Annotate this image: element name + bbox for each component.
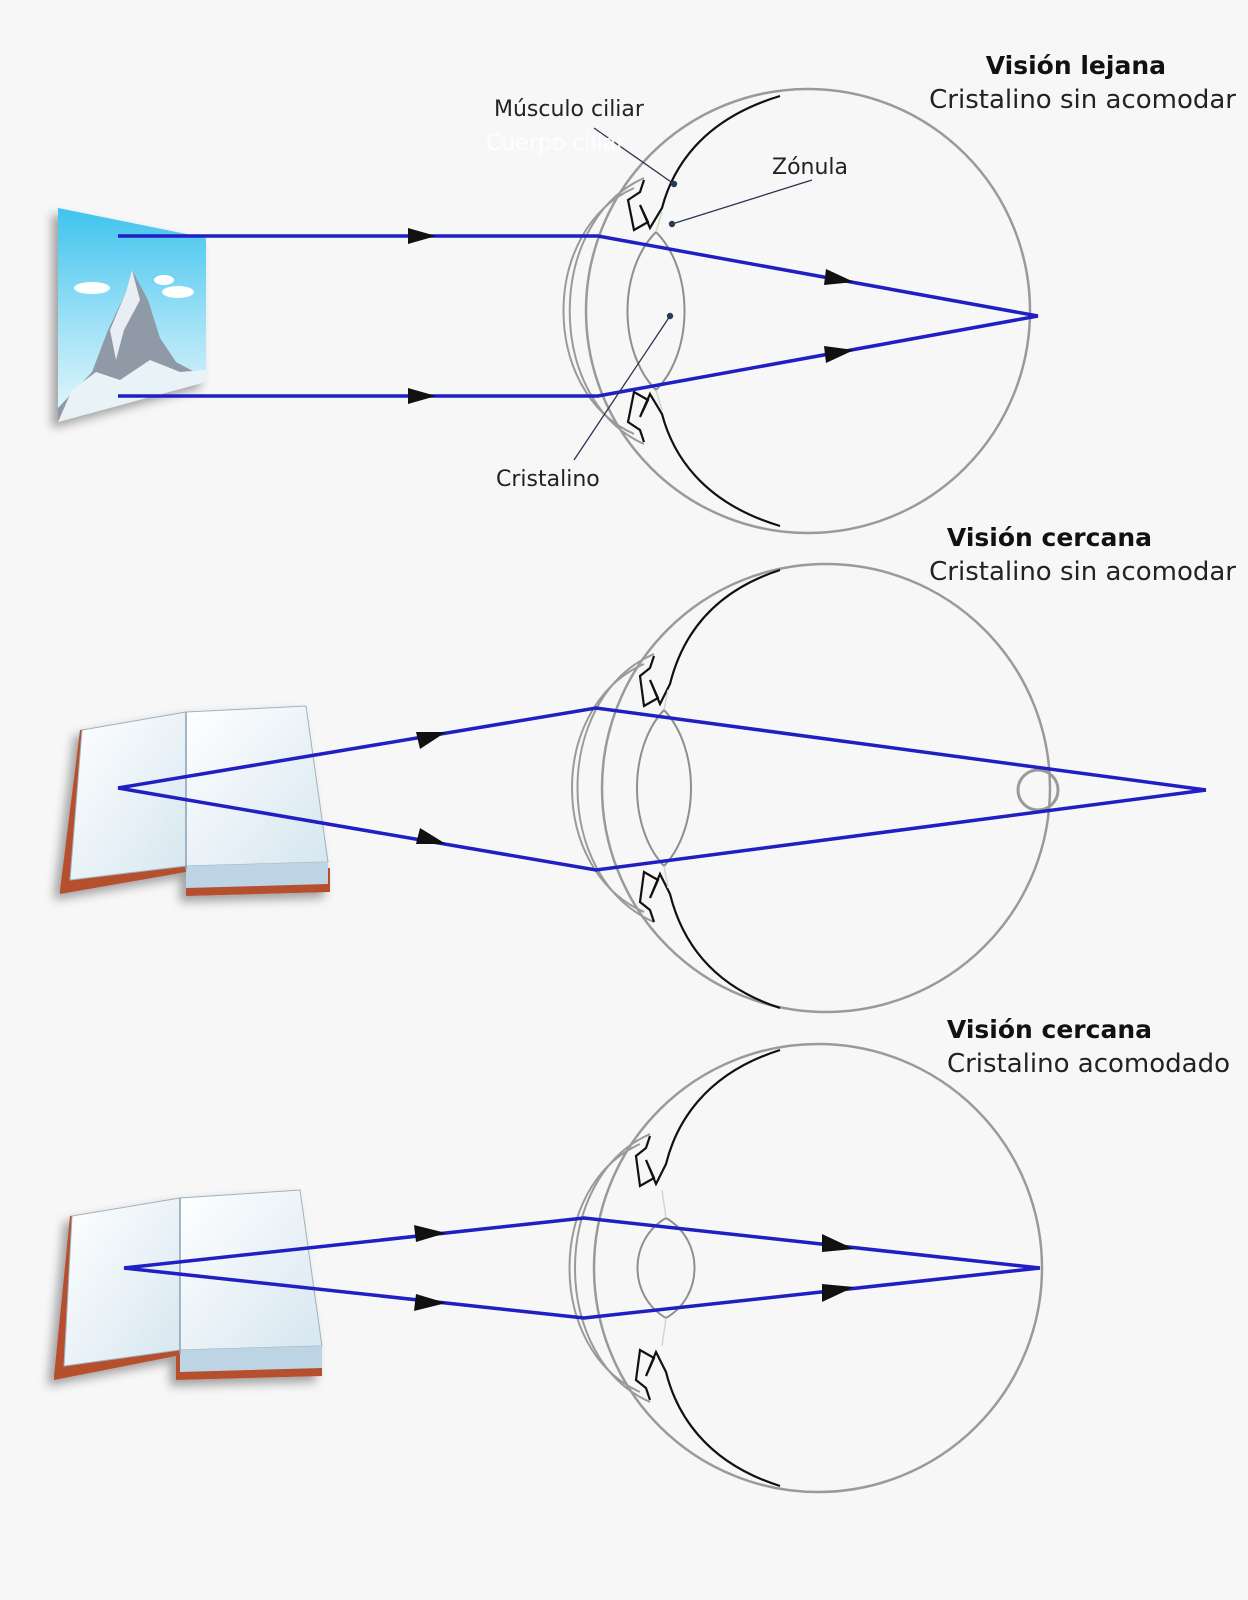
arrow-icon (408, 228, 436, 244)
arrow-icon (822, 1234, 854, 1252)
ray-lower (123, 1266, 1041, 1320)
panel-near-accommodated: Visión cercana Cristalino acomodado (54, 1015, 1230, 1494)
panel-subtitle: Cristalino acomodado (947, 1049, 1230, 1079)
arrow-icon (824, 269, 854, 285)
panel-subtitle: Cristalino sin acomodar (929, 557, 1236, 587)
eye-distant (562, 87, 1032, 535)
panel-subtitle: Cristalino sin acomodar (929, 85, 1236, 115)
arrow-icon (824, 346, 854, 363)
rays-distant (118, 228, 1039, 404)
ray-upper (117, 706, 1207, 792)
arrow-icon (414, 1225, 446, 1242)
ray-upper (118, 234, 1039, 318)
arrow-icon (414, 1294, 446, 1311)
open-book-icon (54, 1189, 323, 1380)
ray-lower (118, 314, 1039, 398)
panel-title: Visión cercana (947, 523, 1152, 552)
arrow-icon (416, 732, 446, 749)
panel-title: Visión lejana (986, 51, 1166, 80)
arrow-icon (408, 388, 436, 404)
open-book-icon (60, 705, 330, 896)
mountain-picture-icon (58, 208, 206, 422)
panel-title: Visión cercana (947, 1015, 1152, 1044)
anatomy-leaders (573, 127, 813, 461)
ray-lower (117, 786, 1207, 872)
panel-near-unaccommodated: Visión cercana Cristalino sin acomodar (60, 523, 1236, 1014)
label-ciliary-muscle: Músculo ciliar (494, 97, 645, 122)
ray-upper (123, 1216, 1041, 1270)
label-zonule: Zónula (772, 155, 848, 180)
arrow-icon (416, 828, 446, 844)
rays-near-accommodated (123, 1216, 1041, 1320)
label-ciliary-body-ghost: Cuerpo ciliar (486, 131, 626, 156)
eye-near-unaccommodated (571, 562, 1060, 1014)
panel-distant-vision: Músculo ciliar Cuerpo ciliar Zónula Cris… (58, 51, 1236, 535)
rays-near-unaccommodated (117, 706, 1207, 872)
eye-near-accommodated (568, 1042, 1044, 1494)
label-lens: Cristalino (496, 467, 600, 492)
arrow-icon (822, 1284, 854, 1302)
